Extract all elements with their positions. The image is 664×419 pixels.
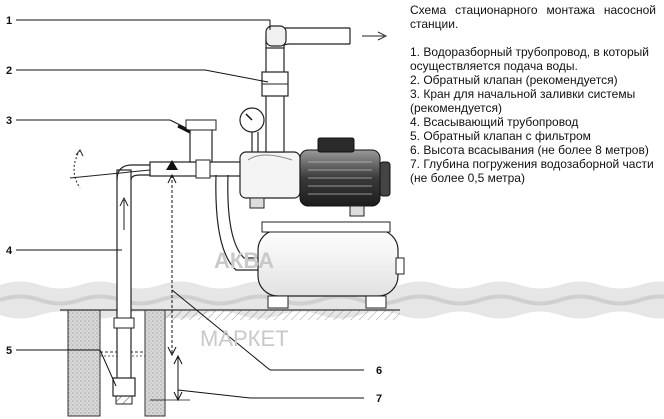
pressure-tank — [257, 229, 399, 297]
flow-arrow-up — [119, 196, 129, 230]
legend: Схема стационарного монтажа насосной ста… — [410, 3, 656, 185]
callout-7: 7 — [376, 393, 382, 405]
watermark-line1: АКВА — [214, 248, 274, 273]
foot-valve-filter — [112, 377, 136, 397]
ground-band — [0, 281, 664, 319]
legend-title: Схема стационарного монтажа насосной ста… — [410, 3, 656, 31]
well-wall-left — [67, 309, 101, 417]
outlet-arrow — [362, 31, 388, 41]
fill-valve-body — [189, 127, 213, 163]
callout-4: 4 — [6, 245, 13, 257]
callout-3: 3 — [6, 115, 12, 127]
fill-valve-handle — [177, 124, 191, 134]
callout-6: 6 — [376, 365, 382, 377]
callout-2: 2 — [6, 65, 12, 77]
legend-item-5: 5. Обратный клапан с фильтром — [410, 129, 591, 143]
motor-terminal-box — [317, 137, 355, 153]
watermark-line2: МАРКЕТ — [200, 326, 289, 351]
legend-item-7: 7. Глубина погружения водозаборной части… — [410, 157, 654, 185]
legend-item-3: 3. Кран для начальной заливки системы (р… — [410, 87, 636, 115]
legend-item-1: 1. Водоразборный трубопровод, в который … — [410, 45, 649, 73]
legend-item-6: 6. Высота всасывания (не более 8 метров) — [410, 143, 649, 157]
legend-item-2: 2. Обратный клапан (рекомендуется) — [410, 73, 618, 87]
callout-1: 1 — [6, 15, 12, 27]
discharge-pipe — [265, 47, 285, 153]
callout-lines — [16, 19, 364, 399]
legend-item-4: 4. Всасывающий трубопровод — [410, 115, 579, 129]
callout-5: 5 — [6, 345, 12, 357]
